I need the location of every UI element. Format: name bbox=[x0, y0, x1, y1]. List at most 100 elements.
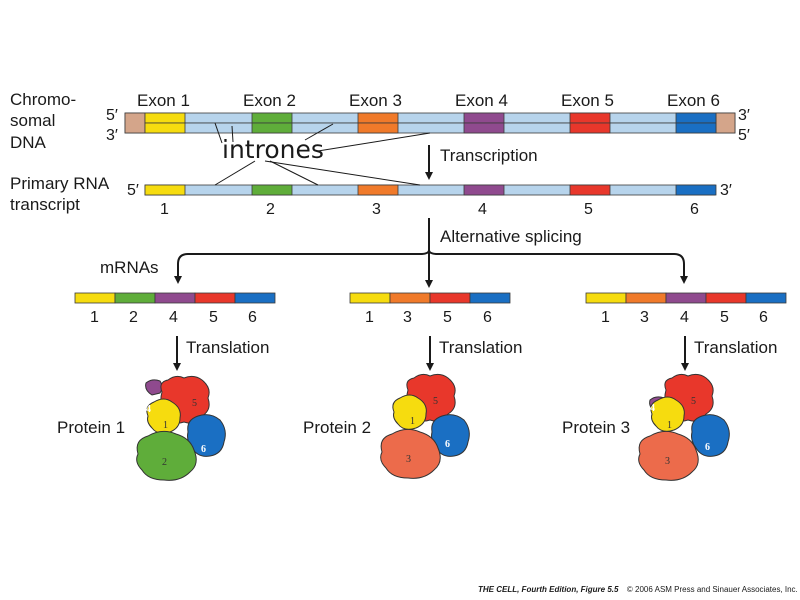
protein-domain-number: 6 bbox=[705, 442, 710, 453]
splicing-arrow-right bbox=[428, 249, 688, 284]
dna-5prime-left: 5′ bbox=[106, 107, 118, 124]
dna-exon-labels: Exon 1 Exon 2 Exon 3 Exon 4 Exon 5 Exon … bbox=[137, 91, 720, 110]
figure-credit: THE CELL, Fourth Edition, Figure 5.5 © 2… bbox=[478, 579, 798, 596]
protein-domain-number: 6 bbox=[445, 439, 450, 450]
rna-backbone bbox=[144, 184, 716, 196]
exon-5-label: Exon 5 bbox=[561, 91, 614, 110]
protein-3-label: Protein 3 bbox=[562, 418, 630, 437]
rna-exon-number: 2 bbox=[266, 201, 275, 218]
translation-label-3: Translation bbox=[694, 338, 777, 357]
protein-1-illustration: 5 4 1 6 2 bbox=[136, 375, 226, 481]
mrna-1-exon-6 bbox=[234, 292, 276, 304]
dna-3prime-left: 3′ bbox=[106, 127, 118, 144]
mrna-exon-number: 3 bbox=[640, 309, 649, 326]
dna-3prime-right: 3′ bbox=[738, 107, 750, 124]
introns-annotation bbox=[214, 122, 431, 152]
mrna-exon-number: 1 bbox=[90, 309, 99, 326]
protein-1-label: Protein 1 bbox=[57, 418, 125, 437]
dna-exon-3-bottom bbox=[357, 122, 399, 134]
rna-exon-6 bbox=[675, 184, 717, 196]
protein-domain-number: 5 bbox=[433, 396, 438, 407]
rna-label-line2: transcript bbox=[10, 195, 80, 214]
dna-exon-1-top bbox=[144, 112, 186, 124]
rna-exon-number: 4 bbox=[478, 201, 487, 218]
dna-exon-4-bottom bbox=[463, 122, 505, 134]
rna-exon-number: 6 bbox=[690, 201, 699, 218]
figure-credit-source: THE CELL, Fourth Edition, Figure 5.5 bbox=[478, 585, 619, 594]
protein-domain-number: 5 bbox=[691, 396, 696, 407]
protein-domain-number: 2 bbox=[162, 457, 167, 468]
mrna-exon-number: 6 bbox=[759, 309, 768, 326]
mrnas-label: mRNAs bbox=[100, 258, 159, 277]
dna-exon-4-top bbox=[463, 112, 505, 124]
splicing-arrow-left bbox=[174, 249, 430, 284]
mrna-exon-number: 6 bbox=[248, 309, 257, 326]
rna-exon-numbers: 1 2 3 4 5 6 bbox=[160, 201, 699, 218]
translation-label-1: Translation bbox=[186, 338, 269, 357]
protein-3-illustration: 5 4 1 6 3 bbox=[638, 373, 730, 481]
protein-domain-1 bbox=[392, 394, 427, 430]
mrna-2-exon-6 bbox=[469, 292, 511, 304]
exon-4-label: Exon 4 bbox=[455, 91, 508, 110]
mrna-exon-number: 1 bbox=[601, 309, 610, 326]
dna-flank-right bbox=[715, 112, 736, 134]
protein-domain-number: 3 bbox=[665, 456, 670, 467]
dna-exon-6-top bbox=[675, 112, 717, 124]
rna-exon-number: 1 bbox=[160, 201, 169, 218]
dna-exon-5-top bbox=[569, 112, 611, 124]
rna-label-line1: Primary RNA bbox=[10, 174, 110, 193]
dna-exon-6-bottom bbox=[675, 122, 717, 134]
protein-domain-number: 5 bbox=[192, 398, 197, 409]
mrna-3-exon-3 bbox=[625, 292, 667, 304]
protein-domain-3 bbox=[638, 430, 699, 481]
mrna-2-exon-1 bbox=[349, 292, 391, 304]
rna-exon-number: 3 bbox=[372, 201, 381, 218]
mrna-exon-number: 2 bbox=[129, 309, 138, 326]
protein-2-illustration: 5 1 6 3 bbox=[380, 373, 470, 479]
mrna-exon-number: 6 bbox=[483, 309, 492, 326]
rna-3prime: 3′ bbox=[720, 182, 732, 199]
transcription-label: Transcription bbox=[440, 146, 538, 165]
protein-domain-number: 1 bbox=[667, 420, 672, 431]
dna-exon-2-top bbox=[251, 112, 293, 124]
rna-exon-3 bbox=[357, 184, 399, 196]
mrna-3-exon-1 bbox=[585, 292, 627, 304]
protein-domain-4 bbox=[145, 379, 163, 396]
dna-label-line2: somal bbox=[10, 111, 55, 130]
introns-label: intrones bbox=[222, 135, 324, 164]
dna-exon-segments bbox=[124, 112, 736, 134]
protein-domain-1 bbox=[650, 396, 685, 432]
mrna-exon-number: 3 bbox=[403, 309, 412, 326]
protein-domain-2 bbox=[136, 430, 197, 481]
exon-3-label: Exon 3 bbox=[349, 91, 402, 110]
mrna-3-numbers: 1 3 4 5 6 bbox=[601, 309, 768, 326]
exon-1-label: Exon 1 bbox=[137, 91, 190, 110]
exon-6-label: Exon 6 bbox=[667, 91, 720, 110]
mrna-exon-number: 1 bbox=[365, 309, 374, 326]
rna-exon-number: 5 bbox=[584, 201, 593, 218]
protein-domain-number: 1 bbox=[410, 416, 415, 427]
mrna-exon-number: 4 bbox=[680, 309, 689, 326]
exon-2-label: Exon 2 bbox=[243, 91, 296, 110]
mrna-2-exon-3 bbox=[389, 292, 431, 304]
mrna-exon-number: 5 bbox=[720, 309, 729, 326]
dna-label-line1: Chromo- bbox=[10, 90, 76, 109]
dna-exon-5-bottom bbox=[569, 122, 611, 134]
rna-exon-segments bbox=[144, 184, 717, 196]
dna-exon-2-bottom bbox=[251, 122, 293, 134]
protein-domain-number: 3 bbox=[406, 454, 411, 465]
protein-domain-number: 4 bbox=[146, 404, 151, 415]
rna-label: Primary RNA transcript bbox=[10, 174, 110, 214]
rna-exon-1 bbox=[144, 184, 186, 196]
mrna-2-numbers: 1 3 5 6 bbox=[365, 309, 492, 326]
mrna-1-exon-5 bbox=[194, 292, 236, 304]
protein-2-label: Protein 2 bbox=[303, 418, 371, 437]
protein-domain-6 bbox=[691, 414, 730, 457]
protein-domain-number: 4 bbox=[650, 403, 655, 414]
dna-label-line3: DNA bbox=[10, 133, 47, 152]
mrna-2-exon-5 bbox=[429, 292, 471, 304]
protein-domain-3 bbox=[380, 428, 441, 479]
dna-5prime-right: 5′ bbox=[738, 127, 750, 144]
mrna-exon-number: 4 bbox=[169, 309, 178, 326]
